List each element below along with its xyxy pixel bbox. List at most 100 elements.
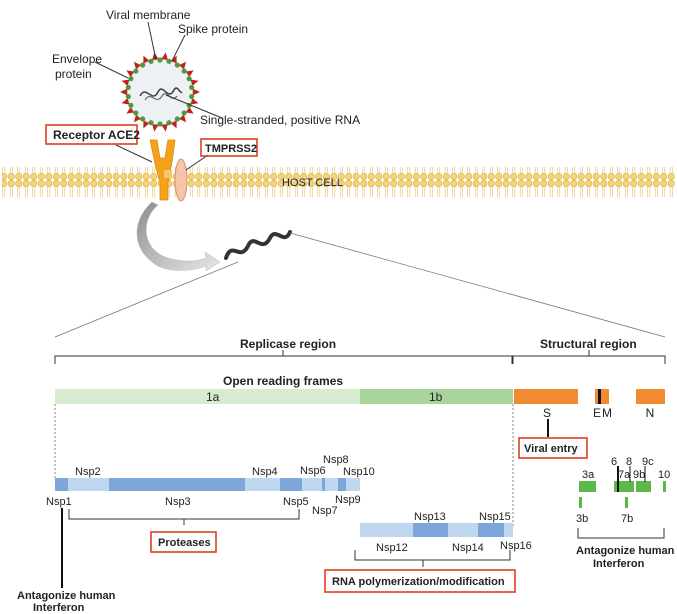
spike-protein-mark [126,70,134,77]
spike-protein-mark [121,79,130,86]
envelope-protein-mark [140,62,146,68]
envelope-protein-mark [140,116,146,122]
viral-entry-box [518,437,588,459]
accessory-genes [579,466,666,508]
spike-protein-mark [190,79,199,86]
spike-protein-mark [133,61,141,70]
replicase-region-label: Replicase region [240,337,336,351]
rna-label: Single-stranded, positive RNA [200,113,360,127]
rna-poly-box [324,569,516,593]
tmprss2-box [200,138,258,157]
envelope-protein-mark [157,57,163,63]
nsp5-label: Nsp5 [283,496,309,508]
orf-1b-bar [360,389,513,404]
envelope-protein-mark [148,120,154,126]
orf-1b-label: 1b [429,390,443,404]
spike-protein-mark [179,114,187,123]
antagonize-right-line1: Antagonize human [576,545,675,557]
e-gene-bar [595,389,609,404]
acc-8-label: 8 [626,456,632,468]
s-gene-label: S [543,406,551,420]
acc-6-label: 6 [611,456,617,468]
spike-protein-mark [161,124,168,132]
envelope-protein-mark [174,62,180,68]
curved-arrow [136,201,221,272]
envelope-protein-mark [166,120,172,126]
spike-protein-mark [179,61,187,70]
envelope-protein-mark [181,110,187,116]
viral-rna-strand [139,87,183,97]
receptor-ace2-label: Receptor ACE2 [53,128,140,142]
virus-particle [120,52,200,132]
replicase-bracket [54,350,513,364]
nsp15-label: Nsp15 [479,511,511,523]
envelope-protein-label-1: Envelope [52,52,102,66]
spike-protein-mark [161,52,168,60]
nsp2-label: Nsp2 [75,466,101,478]
spike-protein-mark [186,107,194,114]
host-cell-label: HOST CELL [282,177,343,189]
proteases-label: Proteases [158,537,211,549]
acc-7a-label: 7a [618,469,631,481]
spike-protein-mark [143,55,150,64]
nsp9-label: Nsp9 [335,494,361,506]
envelope-protein-mark [166,58,172,64]
s-gene-bar [514,389,578,404]
acc-7b-label: 7b [621,513,633,525]
spike-protein-mark [133,114,141,123]
nsp16-label: Nsp16 [500,540,532,552]
envelope-protein-mark [157,121,163,127]
viral-entry-label: Viral entry [524,443,578,455]
host-cell-membrane [2,167,675,197]
structural-bracket [512,350,666,364]
envelope-protein-mark [181,68,187,74]
envelope-protein-mark [186,76,192,82]
antagonize-left-line1: Antagonize human [17,590,116,602]
nsp8-label: Nsp8 [323,454,349,466]
envelope-protein-mark [133,68,139,74]
ace2-receptor-shape [149,139,176,201]
tmprss2-label: TMPRSS2 [205,143,257,155]
orf-1a-label: 1a [206,390,220,404]
e-gene-marker [598,389,601,404]
tmprss2-shape [174,158,188,202]
envelope-protein-mark [174,116,180,122]
nsp13-label: Nsp13 [414,511,446,523]
receptor-ace2-box [45,124,138,145]
accessory-bracket [577,528,665,539]
spike-protein-mark [193,88,200,96]
acc-10-label: 10 [658,469,670,481]
envelope-protein-mark [125,84,131,91]
envelope-protein-mark [128,102,134,108]
nsp-1-10-bar [55,478,360,491]
nsp14-label: Nsp14 [452,542,484,554]
acc-3a-label: 3a [582,469,595,481]
proteases-bracket [68,509,300,520]
envelope-protein-mark [133,110,139,116]
antagonize-left-line2: Interferon [33,602,85,614]
released-rna-icon [224,230,292,260]
nsp-12-16-bar [360,523,513,537]
e-gene-label: E [593,406,601,420]
spike-protein-mark [143,120,150,129]
spike-protein-mark [186,70,194,77]
envelope-protein-mark [189,84,195,91]
spike-protein-mark [170,120,177,129]
acc-3b-label: 3b [576,513,588,525]
envelope-protein-label-2: protein [55,67,92,81]
nsp7-label: Nsp7 [312,505,338,517]
spike-protein-mark [120,88,127,96]
rna-poly-bracket [354,550,511,561]
spike-protein-mark [190,98,199,105]
orf-title: Open reading frames [223,374,343,388]
nsp6-label: Nsp6 [300,465,326,477]
m-gene-label: M [602,406,612,420]
spike-protein-mark [126,107,134,114]
envelope-protein-mark [148,58,154,64]
spike-protein-mark [152,124,159,132]
structural-region-label: Structural region [540,337,637,351]
spike-protein-mark [170,55,177,64]
antagonize-right-line2: Interferon [593,558,645,570]
nsp10-label: Nsp10 [343,466,375,478]
